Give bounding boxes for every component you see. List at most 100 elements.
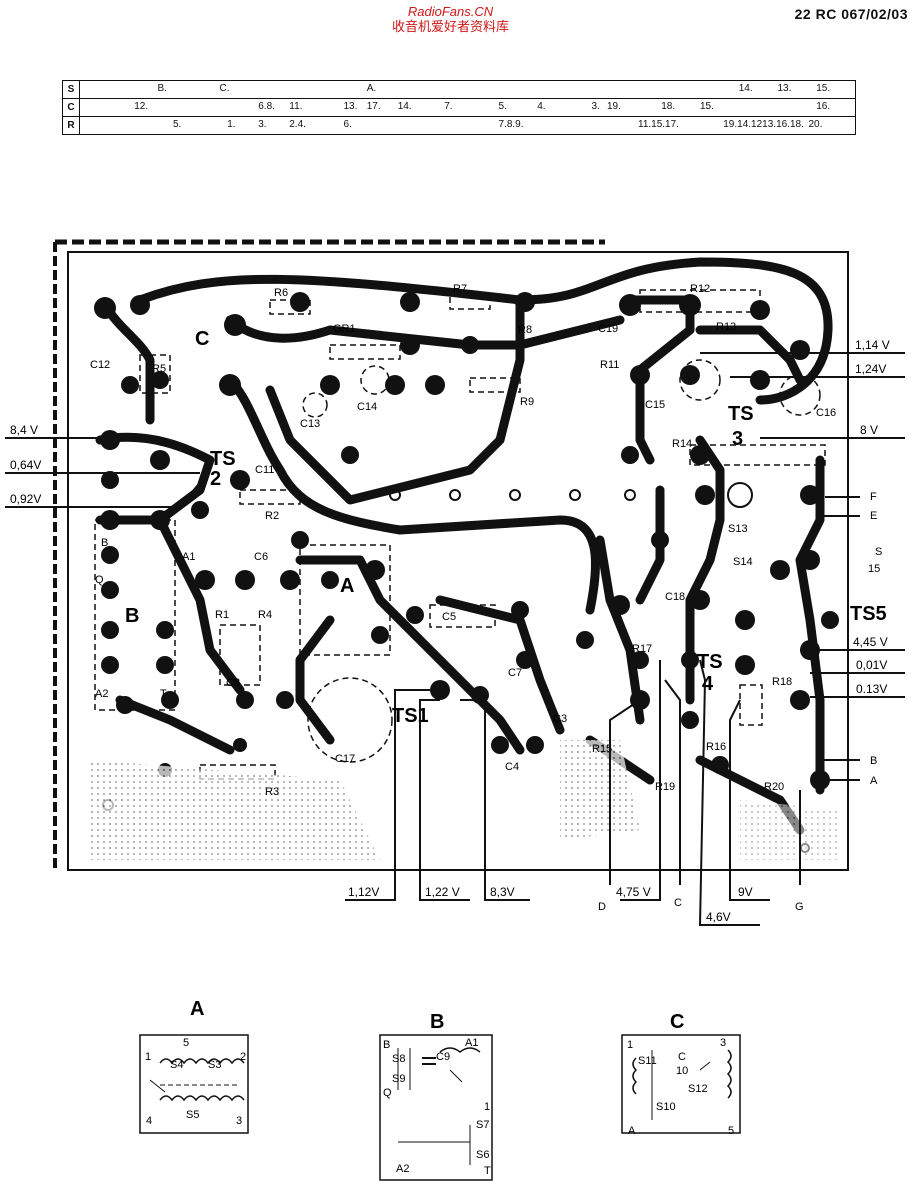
label-TS2: TS (210, 448, 236, 470)
block-label-A: A (340, 575, 354, 597)
label-S14: S14 (733, 556, 753, 568)
index-entry: 11.15.17. (638, 119, 679, 130)
detail-B-B: B (383, 1039, 390, 1051)
measurement-leaders (5, 352, 905, 926)
row-cells: 5.1.3.2.4.6.7.8.9.11.15.17.19.14.1213.16… (79, 116, 856, 135)
detail-A-S3: S3 (208, 1059, 221, 1071)
label-C19: C19 (598, 323, 618, 335)
voltage-4-45: 4,45 V (853, 635, 888, 649)
test-point-15: 15 (868, 563, 880, 575)
label-C12: C12 (90, 359, 110, 371)
detail-C-A: A (628, 1125, 636, 1137)
document-number: 22 RC 067/02/03 (794, 6, 908, 22)
test-point-B: B (870, 755, 877, 767)
index-entry: 11. (289, 101, 303, 112)
detail-C-10: 10 (676, 1065, 688, 1077)
index-entry: 5. (173, 119, 182, 130)
label-C7: C7 (508, 667, 522, 679)
index-entry: 7.8.9. (498, 119, 524, 130)
component-index-table: S B.C.A.14.13.15. C 12.6.8.11.13.17.14.7… (62, 80, 856, 135)
index-entry: 18. (661, 101, 676, 112)
label-GR1: GR1 (333, 323, 356, 335)
label-TS2-num: 2 (210, 468, 221, 490)
index-entry: 19.14.1213.16.18. (723, 119, 804, 130)
voltage-1-14: 1,14 V (855, 338, 890, 352)
detail-A-pin-4: 4 (146, 1115, 152, 1127)
label-R9: R9 (520, 396, 534, 408)
detail-diagram-C: C 1 S11 C 10 3 S12 S10 A 5 (621, 1011, 741, 1137)
label-C8: C8 (226, 677, 240, 689)
test-point-A: A (870, 775, 878, 787)
label-C16: C16 (816, 407, 836, 419)
label-S13: S13 (728, 523, 748, 535)
block-label-B: B (125, 605, 139, 627)
detail-A-pin-5: 5 (183, 1037, 189, 1049)
index-entry: 17. (366, 101, 381, 112)
detail-A-pin-3: 3 (236, 1115, 242, 1127)
label-R20: R20 (764, 781, 784, 793)
index-entry: 13. (777, 83, 792, 94)
voltage-1-24: 1,24V (855, 362, 886, 376)
test-point-D: D (598, 901, 606, 913)
index-entry: 19. (607, 101, 621, 112)
detail-A-S5: S5 (186, 1109, 199, 1121)
label-R8: R8 (518, 324, 532, 336)
voltage-1-12: 1,12V (348, 885, 379, 899)
index-entry: B. (157, 83, 167, 94)
test-point-labels: F E S 15 B A D C G (598, 491, 882, 913)
label-C6: C6 (254, 551, 268, 563)
index-entry: 20. (808, 119, 823, 130)
label-TS5: TS5 (850, 603, 887, 625)
voltage-8: 8 V (860, 423, 878, 437)
label-TS4: TS (697, 651, 723, 673)
label-TS3: TS (728, 403, 754, 425)
index-entry: 6.8. (258, 101, 275, 112)
detail-B-A1: A1 (465, 1037, 478, 1049)
component-label-group: R6 R7 R12 GR1 R8 C19 R13 C12 R5 R11 C15 … (90, 283, 836, 798)
watermark-cn: 收音机爱好者资料库 (392, 19, 510, 34)
detail-title-A: A (190, 998, 204, 1020)
label-R7: R7 (453, 283, 467, 295)
index-entry: 2.4. (289, 119, 306, 130)
voltage-4-75: 4,75 V (616, 885, 651, 899)
test-point-S: S (875, 546, 882, 558)
label-C5: C5 (442, 611, 456, 623)
index-entry: 3. (258, 119, 267, 130)
index-entry: 16. (816, 101, 831, 112)
detail-C-pin-5: 5 (728, 1125, 734, 1137)
label-A1: A1 (182, 551, 195, 563)
voltage-4-6: 4,6V (706, 910, 731, 924)
index-entry: 14. (738, 83, 753, 94)
voltage-0-92: 0,92V (10, 492, 41, 506)
label-C4: C4 (505, 761, 519, 773)
index-entry: A. (366, 83, 377, 94)
test-point-E: E (870, 510, 877, 522)
label-R15: R15 (592, 743, 612, 755)
label-C17: C17 (335, 753, 355, 765)
label-R11: R11 (600, 359, 619, 371)
label-R6: R6 (274, 287, 288, 299)
label-R19: R19 (655, 781, 675, 793)
label-R3: R3 (265, 786, 279, 798)
label-C3: C3 (553, 713, 567, 725)
block-label-group: C A B TS 2 TS 3 TS1 TS 4 TS5 (125, 328, 887, 727)
table-row: S B.C.A.14.13.15. (62, 80, 856, 99)
test-point-C: C (674, 897, 682, 909)
voltage-0-64: 0,64V (10, 458, 41, 472)
detail-diagram-A: A 5 1 2 S4 S3 S5 4 3 (139, 998, 249, 1134)
board-edge (53, 239, 849, 871)
label-R17: R17 (632, 643, 652, 655)
detail-B-A2: A2 (396, 1163, 409, 1175)
detail-C-C: C (678, 1051, 686, 1063)
detail-A-S4: S4 (170, 1059, 183, 1071)
detail-title-C: C (670, 1011, 684, 1033)
label-R16: R16 (706, 741, 726, 753)
detail-B-T: T (484, 1165, 491, 1177)
index-entry: 12. (134, 101, 149, 112)
component-outlines (94, 289, 826, 780)
detail-C-S10: S10 (656, 1101, 676, 1113)
voltage-0-01: 0,01V (856, 658, 887, 672)
detail-B-C9: C9 (436, 1051, 450, 1063)
test-point-F: F (870, 491, 877, 503)
